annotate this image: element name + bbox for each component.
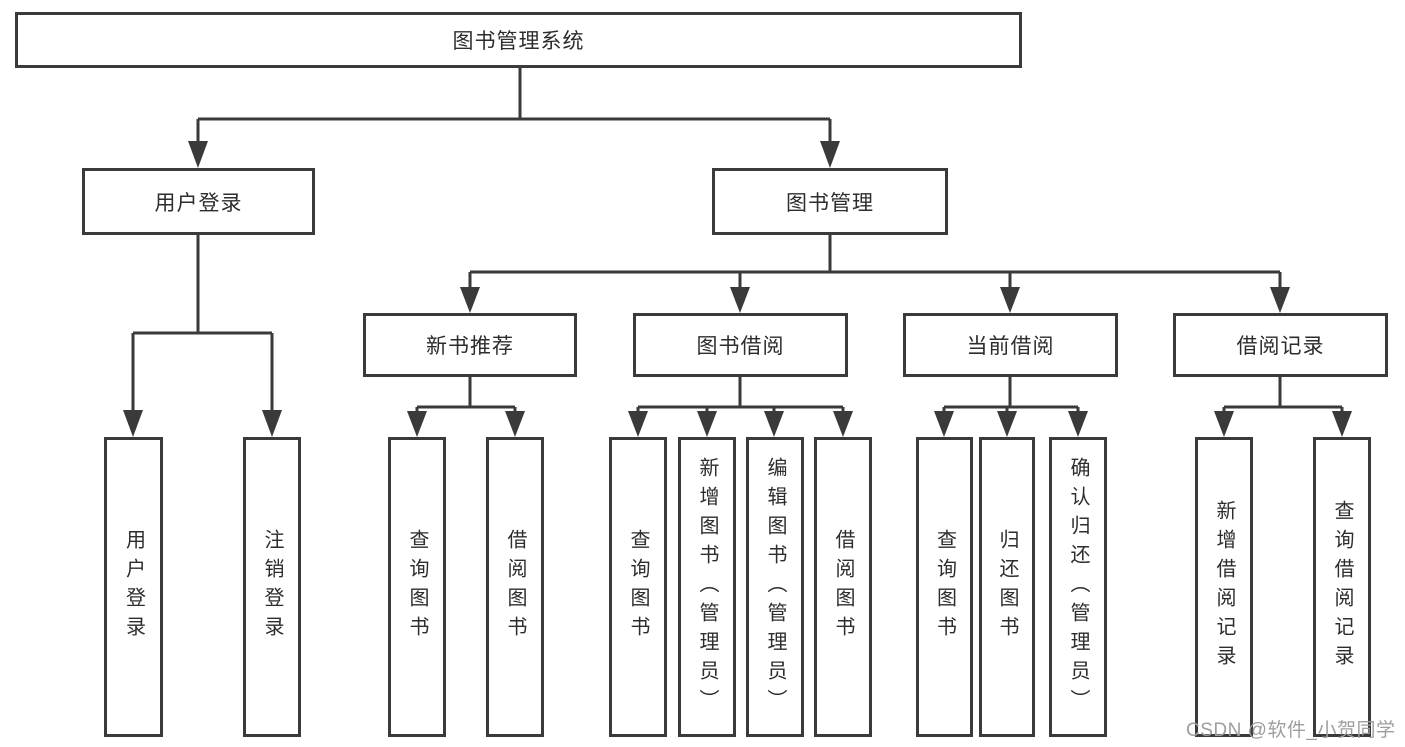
arrowhead-down-icon bbox=[820, 141, 840, 168]
arrowhead-down-icon bbox=[123, 410, 143, 437]
leaf-logout: 注销登录 bbox=[243, 437, 301, 737]
arrowhead-down-icon bbox=[1270, 287, 1290, 313]
arrowhead-down-icon bbox=[833, 411, 853, 437]
leaf-add-borrow-record: 新增借阅记录 bbox=[1195, 437, 1253, 737]
arrowhead-down-icon bbox=[730, 287, 750, 313]
node-new-book-recommend: 新书推荐 bbox=[363, 313, 577, 377]
connector-book-management-to-level3 bbox=[460, 235, 1290, 313]
leaf-edit-book-admin: 编辑图书（管理员） bbox=[746, 437, 804, 737]
arrowhead-down-icon bbox=[997, 411, 1017, 437]
node-borrow-records: 借阅记录 bbox=[1173, 313, 1388, 377]
leaf-query-books-current: 查询图书 bbox=[916, 437, 973, 737]
watermark-text: CSDN @软件_小贺同学 bbox=[1186, 720, 1396, 741]
connector-borrow-records-to-leaves bbox=[1214, 377, 1352, 437]
arrowhead-down-icon bbox=[407, 411, 427, 437]
connector-user-login-to-leaves bbox=[123, 235, 282, 437]
connector-root-to-level2 bbox=[188, 68, 840, 168]
arrowhead-down-icon bbox=[1000, 287, 1020, 313]
leaf-query-borrow-record: 查询借阅记录 bbox=[1313, 437, 1371, 737]
arrowhead-down-icon bbox=[628, 411, 648, 437]
arrowhead-down-icon bbox=[505, 411, 525, 437]
node-user-login: 用户登录 bbox=[82, 168, 315, 235]
arrowhead-down-icon bbox=[1332, 411, 1352, 437]
node-library-management-system: 图书管理系统 bbox=[15, 12, 1022, 68]
arrowhead-down-icon bbox=[697, 411, 717, 437]
arrowhead-down-icon bbox=[764, 411, 784, 437]
leaf-user-login: 用户登录 bbox=[104, 437, 163, 737]
arrowhead-down-icon bbox=[262, 410, 282, 437]
arrowhead-down-icon bbox=[934, 411, 954, 437]
arrowhead-down-icon bbox=[188, 141, 208, 168]
leaf-query-books-borrow: 查询图书 bbox=[609, 437, 667, 737]
arrowhead-down-icon bbox=[1214, 411, 1234, 437]
leaf-confirm-return-admin: 确认归还（管理员） bbox=[1049, 437, 1107, 737]
node-book-borrow: 图书借阅 bbox=[633, 313, 848, 377]
leaf-add-book-admin: 新增图书（管理员） bbox=[678, 437, 736, 737]
arrowhead-down-icon bbox=[1068, 411, 1088, 437]
node-book-management: 图书管理 bbox=[712, 168, 948, 235]
connector-current-borrow-to-leaves bbox=[934, 377, 1088, 437]
connector-book-borrow-to-leaves bbox=[628, 377, 853, 437]
connector-new-book-recommend-to-leaves bbox=[407, 377, 525, 437]
leaf-return-books: 归还图书 bbox=[979, 437, 1035, 737]
leaf-query-books-recommend: 查询图书 bbox=[388, 437, 446, 737]
node-current-borrow: 当前借阅 bbox=[903, 313, 1118, 377]
leaf-borrow-books: 借阅图书 bbox=[814, 437, 872, 737]
leaf-borrow-books-recommend: 借阅图书 bbox=[486, 437, 544, 737]
arrowhead-down-icon bbox=[460, 287, 480, 313]
